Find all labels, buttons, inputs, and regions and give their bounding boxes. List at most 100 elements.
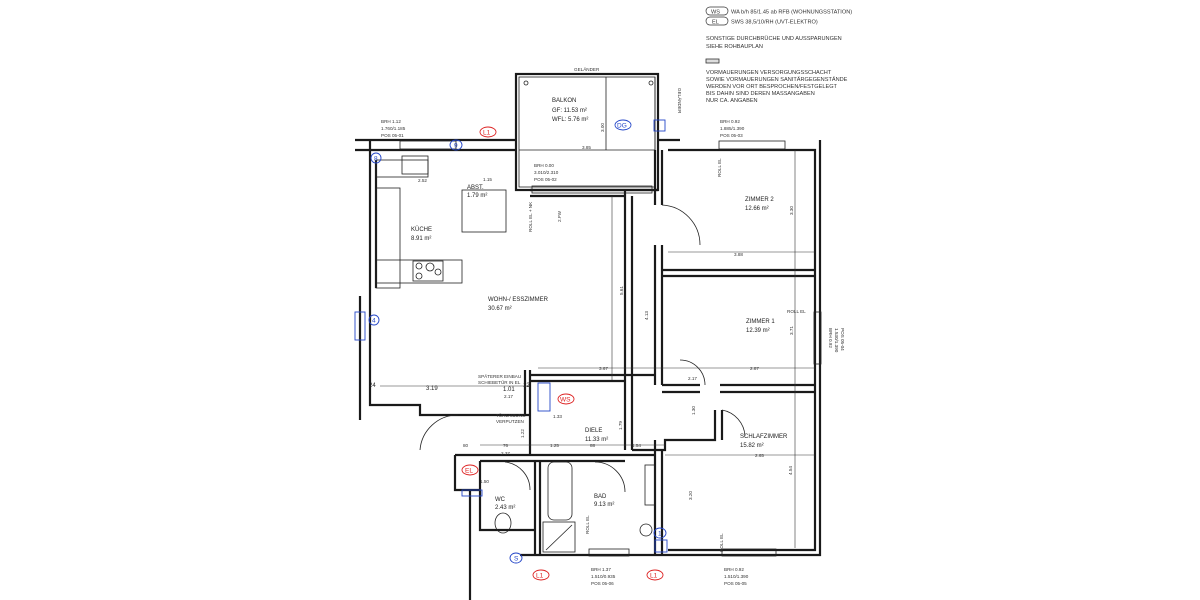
room-name: BALKON [552,98,576,104]
roll-el-label: ROLL EL [585,515,590,534]
dg-marker: DG [617,123,627,130]
dimension-label: 3.19 [426,386,438,392]
dimension-label: 4.54 [788,466,793,475]
dimension-label: 3.00 [600,123,605,132]
dimension-label: 1.25 [550,443,559,448]
window-label: POS 05-03 [720,133,743,138]
door-note: SCHIEBETÜR IN EL [478,379,521,385]
el-symbol: EL [712,20,719,26]
room-area: GF: 11.53 m² [552,108,587,114]
window-label: POS 05-04 [840,328,845,351]
room-name: ABST. [467,185,484,191]
dimension-label: 1.54 [632,443,641,448]
room-area: 8.91 m² [411,236,431,242]
dimension-label: 80 [463,443,469,448]
dimension-label: 76 [503,443,509,448]
pre-wall-hatch-symbol [705,58,720,64]
dimension-label: 2.52 [418,178,427,183]
window-labels: BRH 1.12 1.760/1.185 POS 05-01 BRH 0.00 … [381,119,845,586]
ws-symbol-frame [705,6,729,16]
walls [355,138,822,600]
room-name: BAD [594,494,607,500]
el-symbol-frame [705,16,729,26]
window-label: BRH 0.00 [534,163,554,168]
dimension-label: 2.87 [750,366,759,371]
dimension-label: 3.30 [789,206,794,215]
legend-note: NUR CA. ANGABEN [706,98,758,104]
room-name: WOHN-/ ESSZIMMER [488,297,549,303]
window-label: POS 05-02 [534,177,557,182]
dimension-label: 3.20 [688,491,693,500]
eight-marker: 8 [374,156,378,163]
annotations: ROLL EL ROLL EL ROLL EL ROLL EL ROLL EL … [478,158,806,552]
window-label: 1.510/0.935 [591,574,616,579]
s-marker: S [514,556,519,563]
ws-marker: WS [560,397,571,404]
railing-label: GELÄNDER [574,66,600,72]
dimension-label: 4.13 [644,311,649,320]
room-name: WC [495,497,506,503]
el-legend-text: SWS 38,5/10/RH (UVT-ELEKTRO) [731,20,818,26]
legend-note: VORMAUERUNGEN VERSORGUNGSSCHACHT [706,70,832,76]
window-label: BRH 0.92 [828,328,833,348]
window-label: BRH 1.37 [591,567,611,572]
reveal-note: TÜRLAIBUNG [496,412,526,418]
room-area: 11.33 m² [585,437,608,443]
room-name: ZIMMER 1 [746,319,775,325]
room-area: WFL: 5.76 m² [552,117,588,123]
dimension-label: 1.22 [520,429,525,438]
room-name: DIELE [585,428,602,434]
room-area: 12.39 m² [746,328,770,334]
window-label: POS 05-01 [381,133,404,138]
dimension-label: 1.33 [553,414,562,419]
legend-note: SIEHE ROHBAUPLAN [706,44,763,50]
room-area: 1.79 m² [467,193,487,199]
window-label: 1.760/1.185 [381,126,406,131]
one-marker: 1 [658,531,662,538]
railing-label: GELÄNDER [677,88,683,114]
four-marker: 4 [372,318,376,325]
window-label: BRH 0.92 [724,567,744,572]
room-area: 2.43 m² [495,505,515,511]
roll-el-label: ROLL EL [719,533,724,552]
l1-marker: L1 [483,130,491,137]
window-label: BRH 1.12 [381,119,401,124]
window-label: POS 05-05 [724,581,747,586]
room-area: 12.66 m² [745,206,769,212]
room-name: SCHLAFZIMMER [740,434,788,440]
door-note: SPÄTERER EINBAU [478,373,521,379]
fw-label: 2.FW [557,210,562,222]
dimension-label: 24 [369,383,376,389]
l1-marker: L1 [536,573,544,580]
dimension-label: 1.30 [691,406,696,415]
ws-symbol: WS [711,10,720,16]
roll-el-label: ROLL EL [717,158,722,177]
dimension-label: 1.15 [483,177,492,182]
dimension-label: 2.65 [755,453,764,458]
dimension-label: 3.67 [599,366,608,371]
window-label: 1.885/1.390 [720,126,745,131]
dimension-label: 2.37 [501,451,510,456]
markers: L1 L1 L1 WS EL DG S 1 9 8 4 [354,119,668,581]
window-label: 3.010/2.310 [534,170,559,175]
legend: WS WA b/h 85/1.45 ab RFB (WOHNUNGSSTATIO… [705,6,852,104]
room-labels: KÜCHE 8.91 m² ABST. 1.79 m² WOHN-/ ESSZI… [411,185,788,511]
ws-legend-text: WA b/h 85/1.45 ab RFB (WOHNUNGSSTATION) [731,10,852,16]
legend-note: SOWIE VORMAUERUNGEN SANITÄRGEGENSTÄNDE [706,76,848,83]
dimension-label: 5.61 [619,286,624,295]
el-marker: EL [465,468,473,475]
room-name: ZIMMER 2 [745,197,774,203]
window-label: 1.510/1.390 [724,574,749,579]
nine-marker: 9 [454,143,458,150]
legend-note: SONSTIGE DURCHBRÜCHE UND AUSSPARUNGEN [706,35,842,42]
roll-el-label: ROLL EL [787,309,806,314]
dimension-label: 3.71 [789,326,794,335]
window-label: BRH 0.92 [720,119,740,124]
room-name: KÜCHE [411,226,432,233]
dimension-label: 1.79 [618,421,623,430]
window-label: 1.530/1.390 [834,328,839,353]
window-label: POS 05-06 [591,581,614,586]
roll-el-nk-label: ROLL EL + NK [528,201,533,232]
dimension-label: 2.17 [504,394,513,399]
room-area: 9.13 m² [594,502,614,508]
